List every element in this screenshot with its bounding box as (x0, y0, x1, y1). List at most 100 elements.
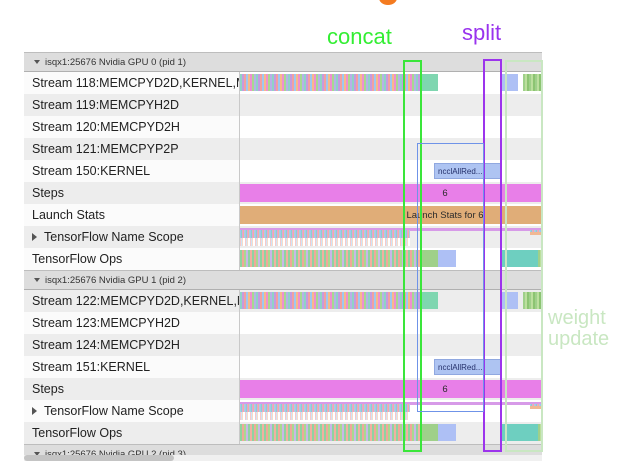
trace-row[interactable]: Stream 124:MEMCPYD2H (24, 334, 542, 356)
row-track[interactable]: ncclAllRed... (240, 356, 542, 378)
row-label[interactable]: Steps (24, 378, 240, 400)
steps-bar[interactable]: 6 (240, 184, 542, 202)
row-label-text: Stream 122:MEMCPYD2D,KERNEL,MI (32, 294, 240, 308)
row-track[interactable] (240, 226, 542, 248)
row-label[interactable]: Stream 118:MEMCPYD2D,KERNEL,ME (24, 72, 240, 94)
row-label-text: Stream 124:MEMCPYD2H (32, 338, 180, 352)
trace-row[interactable]: Stream 150:KERNEL ncclAllRed... (24, 160, 542, 182)
row-label-text: Stream 150:KERNEL (32, 164, 151, 178)
row-label-text: Stream 123:MEMCPYH2D (32, 316, 180, 330)
chevron-right-icon[interactable] (32, 407, 37, 415)
trace-block (500, 250, 538, 267)
row-label-text: Stream 151:KERNEL (32, 360, 151, 374)
chevron-down-icon[interactable] (34, 452, 40, 456)
chevron-right-icon[interactable] (32, 233, 37, 241)
trace-block (240, 402, 542, 405)
trace-events-strip (240, 238, 410, 246)
group-header-label: isqx1:25676 Nvidia GPU 1 (pid 2) (45, 274, 186, 286)
trace-row[interactable]: Steps 6 (24, 182, 542, 204)
row-label-text: TensorFlow Ops (32, 426, 123, 440)
row-label[interactable]: Launch Stats (24, 204, 240, 226)
trace-row[interactable]: TensorFlow Ops (24, 422, 542, 444)
nccl-allreduce-bar[interactable]: ncclAllRed... (434, 359, 501, 375)
trace-row[interactable]: Stream 119:MEMCPYH2D (24, 94, 542, 116)
trace-block (500, 292, 518, 309)
trace-row[interactable]: TensorFlow Ops (24, 248, 542, 270)
trace-row[interactable]: Stream 121:MEMCPYP2P (24, 138, 542, 160)
launch-stats-bar[interactable]: Launch Stats for 6 (240, 206, 542, 224)
trace-block (420, 424, 438, 441)
row-label[interactable]: Stream 119:MEMCPYH2D (24, 94, 240, 116)
trace-row[interactable]: TensorFlow Name Scope (24, 226, 542, 248)
trace-row[interactable]: Stream 118:MEMCPYD2D,KERNEL,ME (24, 72, 542, 94)
group-header-0[interactable]: isqx1:25676 Nvidia GPU 0 (pid 1) (24, 52, 542, 72)
group-header-label: isqx1:25676 Nvidia GPU 0 (pid 1) (45, 56, 186, 68)
trace-row[interactable]: Stream 151:KERNEL ncclAllRed... (24, 356, 542, 378)
row-track[interactable] (240, 248, 542, 270)
row-label-text: Stream 118:MEMCPYD2D,KERNEL,ME (32, 76, 240, 90)
trace-block (420, 74, 438, 91)
row-track[interactable] (240, 72, 542, 94)
row-label-text: TensorFlow Ops (32, 252, 123, 266)
row-track[interactable]: 6 (240, 182, 542, 204)
steps-bar[interactable]: 6 (240, 380, 542, 398)
row-label-text: Stream 120:MEMCPYD2H (32, 120, 180, 134)
trace-row[interactable]: TensorFlow Name Scope (24, 400, 542, 422)
row-track[interactable] (240, 400, 542, 422)
trace-events-strip (240, 230, 410, 238)
trace-events-strip (523, 292, 542, 309)
trace-block (530, 406, 542, 409)
row-label-text: Stream 119:MEMCPYH2D (32, 98, 180, 112)
chevron-down-icon[interactable] (34, 60, 40, 64)
row-track[interactable] (240, 422, 542, 444)
scrollbar-thumb[interactable] (24, 455, 174, 461)
row-label[interactable]: TensorFlow Ops (24, 422, 240, 444)
trace-events-strip (538, 424, 542, 441)
trace-block (438, 424, 456, 441)
row-track[interactable] (240, 94, 542, 116)
row-track[interactable]: Launch Stats for 6 (240, 204, 542, 226)
trace-block (438, 250, 456, 267)
group-header-1[interactable]: isqx1:25676 Nvidia GPU 1 (pid 2) (24, 270, 542, 290)
trace-events-strip (240, 404, 410, 412)
trace-events-strip (523, 74, 542, 91)
row-label[interactable]: TensorFlow Ops (24, 248, 240, 270)
trace-block (500, 424, 538, 441)
row-label[interactable]: Stream 122:MEMCPYD2D,KERNEL,MI (24, 290, 240, 312)
row-label[interactable]: Stream 124:MEMCPYD2H (24, 334, 240, 356)
trace-row[interactable]: Stream 123:MEMCPYH2D (24, 312, 542, 334)
row-label[interactable]: Stream 151:KERNEL (24, 356, 240, 378)
trace-block (420, 292, 438, 309)
row-label[interactable]: Stream 121:MEMCPYP2P (24, 138, 240, 160)
trace-row[interactable]: Stream 122:MEMCPYD2D,KERNEL,MI (24, 290, 542, 312)
row-label[interactable]: TensorFlow Name Scope (24, 226, 240, 248)
row-label-text: Steps (32, 382, 64, 396)
row-label[interactable]: Steps (24, 182, 240, 204)
nccl-allreduce-bar[interactable]: ncclAllRed... (434, 163, 501, 179)
trace-events-strip (240, 412, 410, 420)
trace-block (530, 232, 542, 235)
trace-row[interactable]: Stream 120:MEMCPYD2H (24, 116, 542, 138)
trace-events-strip (538, 250, 542, 267)
row-label-text: Steps (32, 186, 64, 200)
row-track[interactable] (240, 290, 542, 312)
orange-marker-icon (379, 0, 397, 5)
row-track[interactable] (240, 116, 542, 138)
group-header-label: isqx1:25676 Nvidia GPU 2 (pid 3) (45, 448, 186, 460)
row-label[interactable]: TensorFlow Name Scope (24, 400, 240, 422)
chevron-down-icon[interactable] (34, 278, 40, 282)
trace-row[interactable]: Steps 6 (24, 378, 542, 400)
trace-timeline-panel[interactable]: isqx1:25676 Nvidia GPU 0 (pid 1) Stream 1… (24, 52, 542, 461)
row-label[interactable]: Stream 123:MEMCPYH2D (24, 312, 240, 334)
row-label[interactable]: Stream 120:MEMCPYD2H (24, 116, 240, 138)
row-track[interactable]: ncclAllRed... (240, 160, 542, 182)
trace-events-strip (240, 74, 420, 91)
row-track[interactable] (240, 312, 542, 334)
row-label[interactable]: Stream 150:KERNEL (24, 160, 240, 182)
row-track[interactable]: 6 (240, 378, 542, 400)
row-track[interactable] (240, 334, 542, 356)
row-track[interactable] (240, 138, 542, 160)
horizontal-scrollbar[interactable] (24, 455, 542, 461)
